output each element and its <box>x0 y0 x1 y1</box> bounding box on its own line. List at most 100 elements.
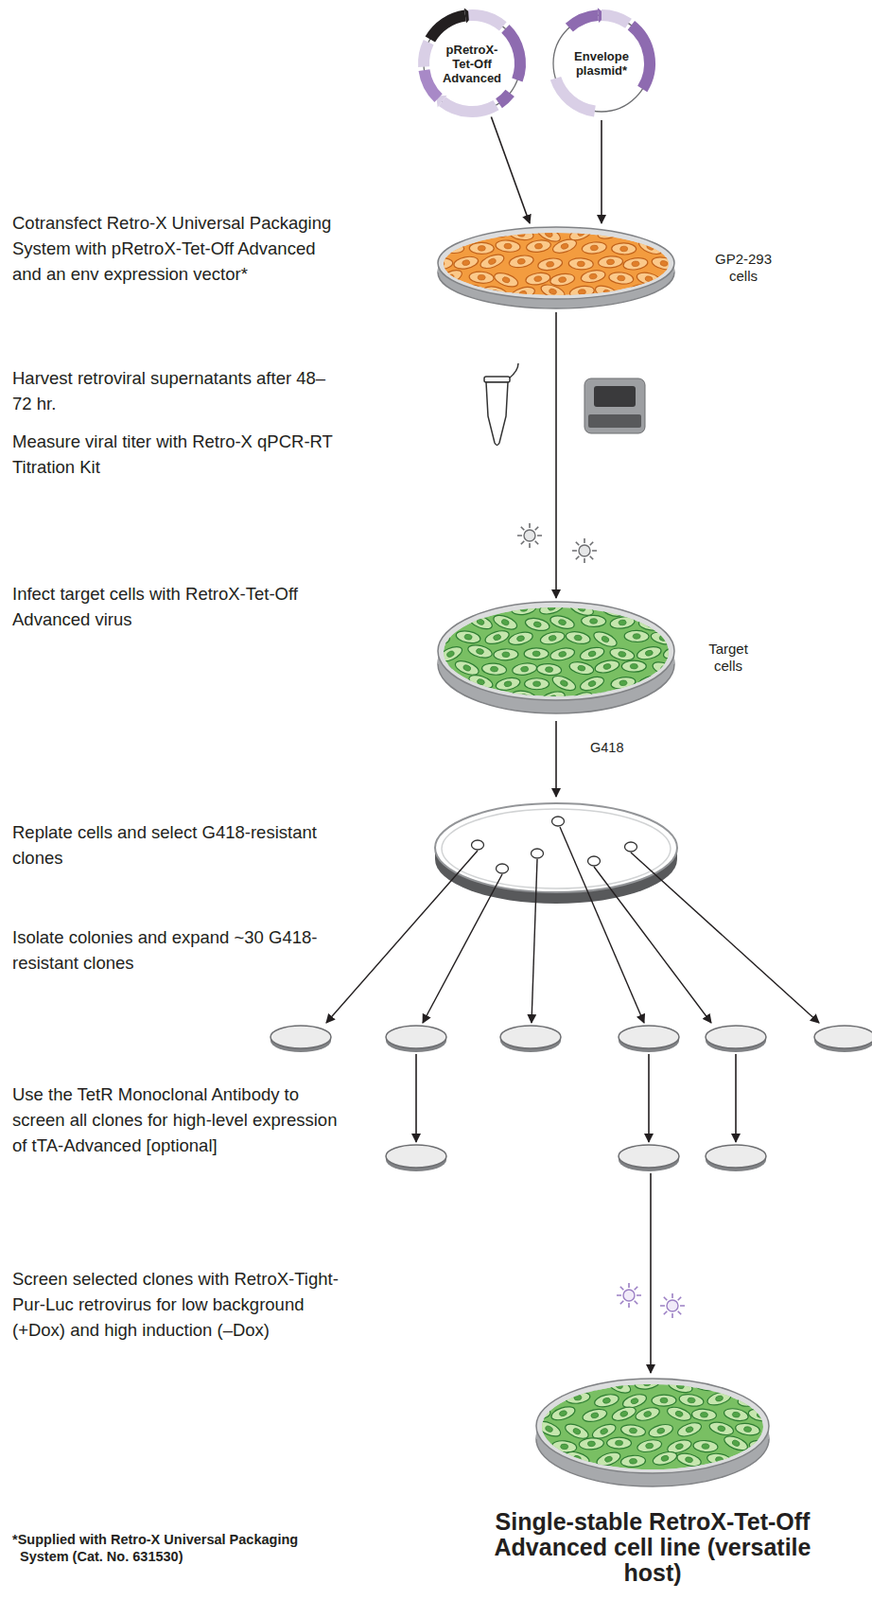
tube-body <box>486 382 508 446</box>
cell-nucleus <box>460 603 470 611</box>
cell-body <box>747 1374 775 1395</box>
cell-nucleus <box>589 1380 598 1388</box>
cell-body <box>621 597 648 616</box>
cell-nucleus <box>446 649 456 658</box>
cell-body <box>564 1390 591 1405</box>
cell-body <box>708 1419 735 1437</box>
cell-body <box>548 612 576 630</box>
cell <box>675 1450 702 1468</box>
cell-body <box>638 616 664 631</box>
cell-body <box>634 672 663 693</box>
cell-body <box>581 241 608 256</box>
cell <box>523 647 549 660</box>
cell <box>705 1388 733 1407</box>
cell <box>539 629 566 646</box>
cell-nucleus <box>519 605 528 612</box>
cell-body <box>509 284 537 303</box>
cell <box>608 271 634 286</box>
cell <box>581 1406 609 1423</box>
cell-nucleus <box>558 1380 568 1389</box>
cell <box>593 658 621 675</box>
cell <box>691 1407 717 1421</box>
cell-body <box>424 282 452 301</box>
cell-body <box>524 678 550 690</box>
cell-nucleus <box>660 664 669 673</box>
cell <box>690 1375 717 1393</box>
cell-body <box>734 1421 761 1437</box>
cell-body <box>749 1438 775 1453</box>
virus-icon <box>616 1282 642 1308</box>
cell <box>581 614 607 628</box>
cell-nucleus <box>489 665 498 672</box>
cell <box>452 598 479 615</box>
cell-body <box>606 1436 631 1448</box>
cell-nucleus <box>462 663 471 672</box>
cell-nucleus <box>575 695 586 703</box>
cell <box>593 282 622 302</box>
cell-body <box>722 1406 750 1423</box>
cell <box>539 688 566 707</box>
cell-body <box>549 645 576 663</box>
machine-panel <box>588 414 642 428</box>
screen-arrow <box>734 1053 737 1142</box>
cell-body <box>495 239 522 254</box>
result-caption: Single-stable RetroX-Tet-Off Advanced ce… <box>477 1508 828 1586</box>
cell-body <box>596 223 624 242</box>
cell <box>467 672 494 692</box>
clone-dish <box>385 1144 447 1171</box>
cell <box>596 690 624 707</box>
cell-nucleus <box>616 275 626 281</box>
cell <box>749 1438 775 1453</box>
cell-nucleus <box>645 1442 654 1449</box>
cell-nucleus <box>544 229 555 238</box>
cell-nucleus <box>445 618 454 625</box>
cell-nucleus <box>660 260 669 267</box>
cell-body <box>524 271 551 287</box>
cell-nucleus <box>687 1396 697 1404</box>
plasmid-feature <box>569 15 599 28</box>
cell-nucleus <box>606 695 615 702</box>
cell-nucleus <box>671 616 681 625</box>
clone-dish <box>385 1025 447 1052</box>
cell <box>693 1439 719 1453</box>
cell-nucleus <box>533 620 542 628</box>
cell-nucleus <box>756 1411 766 1418</box>
cell-nucleus <box>676 1381 685 1390</box>
cell <box>482 595 510 617</box>
cell <box>427 658 455 678</box>
cell-body <box>569 284 595 300</box>
cell-nucleus <box>671 680 681 688</box>
cell-body <box>483 223 510 239</box>
cell-body <box>678 1392 705 1408</box>
cell-body <box>675 1450 702 1468</box>
cell-nucleus <box>617 650 627 658</box>
cell <box>549 1374 577 1394</box>
cell <box>762 1392 788 1406</box>
cell-nucleus <box>670 647 680 656</box>
cell-nucleus <box>587 649 596 657</box>
cell-body <box>436 266 465 288</box>
cell-body <box>609 614 635 630</box>
cell-body <box>578 1436 605 1450</box>
cell-nucleus <box>517 230 526 238</box>
medium <box>541 1383 764 1469</box>
cell-layer <box>522 1374 790 1470</box>
cell-nucleus <box>645 649 654 657</box>
cell-body <box>650 255 678 272</box>
cell-nucleus <box>671 244 681 252</box>
step-text: Use the TetR Monoclonal Antibody to scre… <box>12 1081 339 1158</box>
cell-body <box>424 632 451 646</box>
cell <box>662 238 690 258</box>
cell-body <box>568 659 595 676</box>
clone-dish <box>500 1025 561 1052</box>
cell-body <box>550 672 578 693</box>
cell-nucleus <box>576 228 587 237</box>
cell-nucleus <box>544 666 553 673</box>
cell <box>536 662 562 677</box>
cell-nucleus <box>590 618 598 625</box>
cell <box>454 282 482 300</box>
cell-nucleus <box>605 228 614 237</box>
step-text: Infect target cells with RetroX-Tet-Off … <box>12 580 339 632</box>
cell-body <box>665 1403 693 1423</box>
cell-nucleus <box>770 1395 779 1402</box>
